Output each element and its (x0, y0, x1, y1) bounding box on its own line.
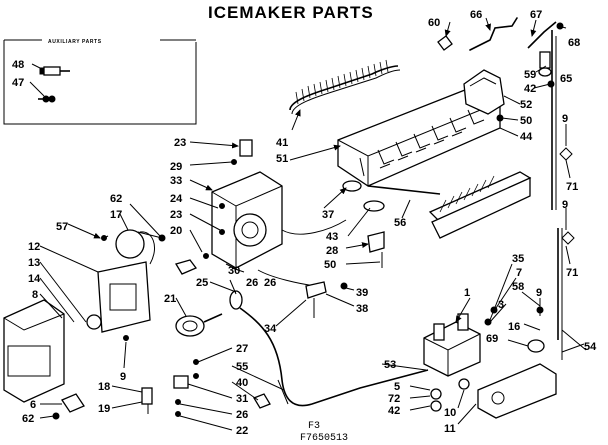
water-line (239, 307, 429, 407)
diagram-title: ICEMAKER PARTS (208, 3, 374, 22)
callout-28: 28 (326, 245, 338, 257)
callout-11: 11 (444, 423, 456, 435)
mounting-plate (86, 235, 151, 333)
callout-26: 26 (246, 277, 258, 289)
callout-39: 39 (356, 287, 368, 299)
callout-13: 13 (28, 257, 40, 269)
callout-58: 58 (512, 281, 524, 293)
callout-17: 17 (110, 209, 122, 221)
callout-33: 33 (170, 175, 182, 187)
callout-9: 9 (562, 199, 568, 211)
leader-lines (29, 17, 585, 431)
callout-24: 24 (170, 193, 183, 205)
callout-57: 57 (56, 221, 68, 233)
drive-shaft (342, 180, 441, 212)
callout-55: 55 (236, 361, 248, 373)
callout-68: 68 (568, 37, 580, 49)
heater-coil (289, 59, 401, 115)
auxiliary-parts-title: AUXILIARY PARTS (48, 39, 102, 45)
callout-37: 37 (322, 209, 334, 221)
callout-65: 65 (560, 73, 572, 85)
motor-housing (211, 139, 283, 269)
callout-29: 29 (170, 161, 182, 173)
callout-10: 10 (444, 407, 456, 419)
callout-22: 22 (236, 425, 248, 437)
footer-code-1: F3 (308, 421, 320, 432)
callout-30: 30 (228, 265, 240, 277)
callout-54: 54 (584, 341, 597, 353)
callout-20: 20 (170, 225, 182, 237)
front-cover (3, 299, 65, 403)
footer-code-2: F7650513 (300, 433, 348, 444)
callout-6: 6 (30, 399, 36, 411)
small-parts (52, 335, 271, 420)
auxiliary-parts-box: AUXILIARY PARTS (3, 39, 197, 125)
callout-53: 53 (384, 359, 396, 371)
thermostat (115, 229, 166, 265)
callout-50: 50 (324, 259, 336, 271)
callout-42: 42 (524, 83, 536, 95)
callout-69: 69 (486, 333, 498, 345)
callout-72: 72 (388, 393, 400, 405)
callout-59: 59 (524, 69, 536, 81)
callout-43: 43 (326, 231, 338, 243)
callout-9: 9 (562, 113, 568, 125)
callout-71: 71 (566, 181, 578, 193)
callout-50: 50 (520, 115, 532, 127)
callout-31: 31 (236, 393, 248, 405)
callout-26: 26 (236, 409, 248, 421)
callout-14: 14 (28, 273, 41, 285)
callout-27: 27 (236, 343, 248, 355)
callout-60: 60 (428, 17, 440, 29)
callout-47: 47 (12, 77, 24, 89)
callout-23: 23 (170, 209, 182, 221)
callout-18: 18 (98, 381, 110, 393)
water-valve (423, 306, 587, 419)
callout-40: 40 (236, 377, 248, 389)
callout-34: 34 (264, 323, 277, 335)
callout-19: 19 (98, 403, 110, 415)
callout-56: 56 (394, 217, 406, 229)
callout-5: 5 (394, 381, 400, 393)
callout-9: 9 (120, 371, 126, 383)
callout-71: 71 (566, 267, 578, 279)
callout-41: 41 (276, 137, 288, 149)
callout-7: 7 (516, 267, 522, 279)
callout-38: 38 (356, 303, 368, 315)
callout-44: 44 (520, 131, 533, 143)
callout-26: 26 (264, 277, 276, 289)
callout-62: 62 (22, 413, 34, 425)
callout-labels: 60 66 67 68 59 65 42 52 50 44 9 71 9 71 … (12, 9, 597, 437)
callout-66: 66 (470, 9, 482, 21)
callout-48: 48 (12, 59, 24, 71)
drive-motor (175, 253, 243, 337)
callout-35: 35 (512, 253, 524, 265)
callout-42: 42 (388, 405, 400, 417)
callout-16: 16 (508, 321, 520, 333)
fill-tube-rod (551, 30, 575, 340)
callout-3: 3 (498, 299, 504, 311)
callout-51: 51 (276, 153, 288, 165)
switch-bracket (305, 231, 385, 318)
callout-9: 9 (536, 287, 542, 299)
ice-mold (337, 69, 505, 187)
fill-tube-parts (437, 17, 564, 88)
callout-52: 52 (520, 99, 532, 111)
callout-62: 62 (110, 193, 122, 205)
callout-25: 25 (196, 277, 208, 289)
callout-12: 12 (28, 241, 40, 253)
callout-23: 23 (174, 137, 186, 149)
callout-1: 1 (464, 287, 470, 299)
callout-67: 67 (530, 9, 542, 21)
callout-21: 21 (164, 293, 176, 305)
ejector-blade (428, 171, 532, 239)
callout-8: 8 (32, 289, 38, 301)
